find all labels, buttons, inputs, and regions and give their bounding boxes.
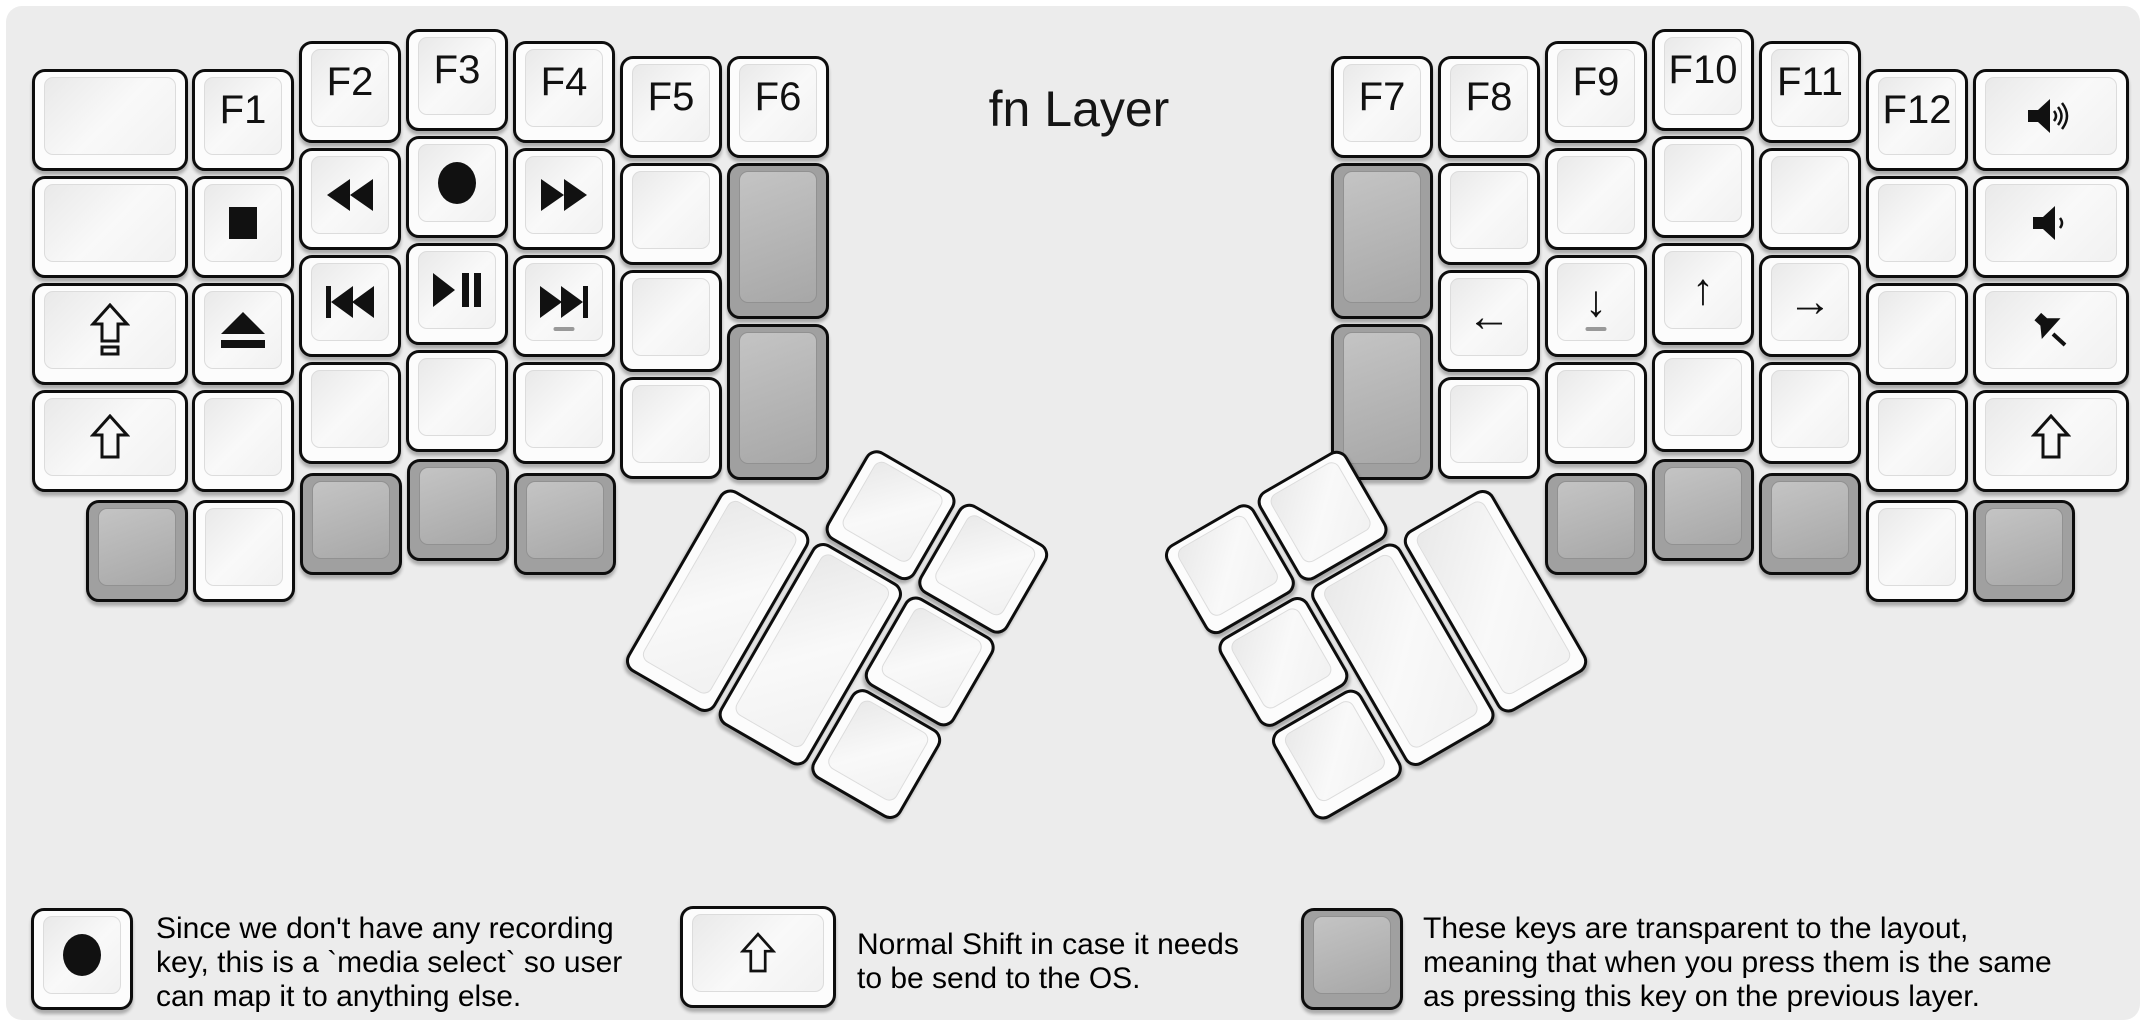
key-f5: F5 xyxy=(620,56,722,158)
key-transparent xyxy=(1973,500,2075,602)
key-volume-down xyxy=(1973,176,2129,278)
key-f1: F1 xyxy=(192,69,294,171)
key-blank xyxy=(1545,362,1647,464)
down-arrow-glyph: ↓ xyxy=(1585,277,1607,326)
fast-forward-icon xyxy=(541,179,587,211)
right-arrow-glyph: → xyxy=(1788,277,1832,326)
key-blank xyxy=(1652,350,1754,452)
homing-bar xyxy=(553,327,575,331)
key-blank xyxy=(1545,148,1647,250)
key-f7: F7 xyxy=(1331,56,1433,158)
key-f6: F6 xyxy=(727,56,829,158)
key-fast-forward xyxy=(513,148,615,250)
volume-up-icon xyxy=(2028,99,2074,133)
next-track-icon xyxy=(540,286,588,318)
key-eject xyxy=(192,283,294,385)
key-blank xyxy=(1438,377,1540,479)
eject-icon xyxy=(221,312,265,348)
key-blank xyxy=(32,176,188,278)
key-blank xyxy=(513,362,615,464)
key-transparent xyxy=(727,163,829,319)
key-f11: F11 xyxy=(1759,41,1861,143)
key-caps-lock xyxy=(32,283,188,385)
key-blank xyxy=(1759,362,1861,464)
key-arrow-right: → xyxy=(1759,255,1861,357)
key-f8: F8 xyxy=(1438,56,1540,158)
key-blank xyxy=(1866,283,1968,385)
caps-lock-icon xyxy=(90,303,130,357)
key-blank xyxy=(1866,500,1968,602)
legend-record-key xyxy=(31,908,133,1010)
key-f10: F10 xyxy=(1652,29,1754,131)
key-transparent xyxy=(1331,163,1433,319)
key-f2: F2 xyxy=(299,41,401,143)
key-stop xyxy=(192,176,294,278)
keyboard-layer-panel: fn Layer F1 F2 F3 F4 F5 xyxy=(6,6,2140,1020)
key-next-track xyxy=(513,255,615,357)
key-transparent xyxy=(727,324,829,480)
key-transparent xyxy=(1759,473,1861,575)
key-blank xyxy=(1759,148,1861,250)
key-play-pause xyxy=(406,243,508,345)
key-shift xyxy=(32,390,188,492)
key-blank xyxy=(1438,163,1540,265)
key-blank xyxy=(620,163,722,265)
record-icon xyxy=(62,933,102,977)
shift-icon xyxy=(2031,414,2071,460)
key-transparent xyxy=(86,500,188,602)
key-transparent xyxy=(1545,473,1647,575)
legend-transparent-text: These keys are transparent to the layout… xyxy=(1423,912,2052,1013)
key-transparent xyxy=(1652,459,1754,561)
legend-shift-key xyxy=(680,906,836,1008)
rewind-icon xyxy=(327,179,373,211)
legend-transparent-key xyxy=(1301,908,1403,1010)
key-transparent xyxy=(1331,324,1433,480)
key-f4: F4 xyxy=(513,41,615,143)
key-blank xyxy=(1866,176,1968,278)
key-transparent xyxy=(300,473,402,575)
key-mute xyxy=(1973,283,2129,385)
volume-down-icon xyxy=(2033,206,2069,240)
key-blank xyxy=(32,69,188,171)
key-shift xyxy=(1973,390,2129,492)
key-f3: F3 xyxy=(406,29,508,131)
key-blank xyxy=(1652,136,1754,238)
key-arrow-up: ↑ xyxy=(1652,243,1754,345)
key-blank xyxy=(192,390,294,492)
up-arrow-glyph: ↑ xyxy=(1692,265,1714,314)
key-f9: F9 xyxy=(1545,41,1647,143)
homing-bar xyxy=(1585,327,1607,331)
key-previous-track xyxy=(299,255,401,357)
left-arrow-glyph: ← xyxy=(1467,292,1511,341)
key-volume-up xyxy=(1973,69,2129,171)
key-rewind xyxy=(299,148,401,250)
key-arrow-down: ↓ xyxy=(1545,255,1647,357)
key-blank xyxy=(193,500,295,602)
mute-icon xyxy=(2029,310,2073,350)
key-blank xyxy=(620,270,722,372)
legend-record-text: Since we don't have any recording key, t… xyxy=(156,912,623,1013)
key-blank xyxy=(299,362,401,464)
stop-icon xyxy=(228,206,258,240)
key-transparent xyxy=(514,473,616,575)
previous-track-icon xyxy=(326,286,374,318)
shift-icon xyxy=(740,932,776,974)
layer-title: fn Layer xyxy=(988,81,1170,137)
shift-icon xyxy=(90,414,130,460)
key-arrow-left: ← xyxy=(1438,270,1540,372)
legend-shift-text: Normal Shift in case it needs to be send… xyxy=(857,928,1239,995)
key-blank xyxy=(1866,390,1968,492)
key-blank xyxy=(620,377,722,479)
key-blank xyxy=(406,350,508,452)
key-record xyxy=(406,136,508,238)
play-pause-icon xyxy=(433,273,481,307)
key-f12: F12 xyxy=(1866,69,1968,171)
record-icon xyxy=(437,161,477,205)
key-transparent xyxy=(407,459,509,561)
